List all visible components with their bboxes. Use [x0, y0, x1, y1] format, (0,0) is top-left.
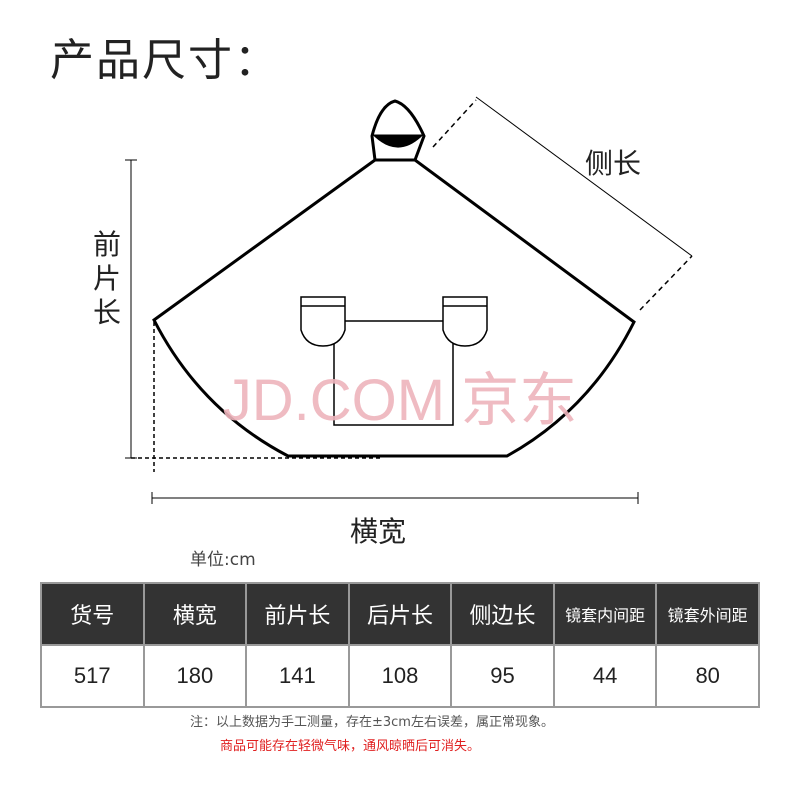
table-cell: 95 [450, 644, 555, 708]
header-cell: 侧边长 [450, 582, 555, 646]
header-cell: 镜套内间距 [552, 582, 658, 646]
table-row: 517 180 141 108 95 44 80 [40, 644, 760, 708]
header-cell: 横宽 [142, 582, 248, 646]
window-frame [300, 296, 488, 426]
front-length-label: 前片长 [92, 228, 121, 329]
side-length-label: 侧长 [585, 147, 642, 180]
hood [370, 99, 426, 162]
table-cell: 180 [142, 644, 248, 708]
header-cell: 货号 [40, 582, 145, 646]
table-cell: 80 [655, 644, 760, 708]
odor-note: 商品可能存在轻微气味，通风晾晒后可消失。 [220, 739, 481, 754]
measurement-note: 注：以上数据为手工测量，存在±3cm左右误差，属正常现象。 [190, 715, 554, 730]
watermark: JD.COM 京东 [223, 368, 577, 433]
poncho-outline [152, 158, 636, 458]
page-title: 产品尺寸： [50, 35, 280, 86]
poncho-diagram: JD.COM 京东 [125, 96, 693, 504]
header-cell: 镜套外间距 [655, 582, 760, 646]
dimension-lines [125, 96, 693, 504]
table-cell: 108 [347, 644, 453, 708]
table-header-row: 货号 横宽 前片长 后片长 侧边长 镜套内间距 镜套外间距 [40, 582, 760, 646]
table-cell: 517 [40, 644, 145, 708]
header-cell: 后片长 [347, 582, 453, 646]
width-label: 横宽 [350, 515, 407, 548]
table-cell: 141 [245, 644, 350, 708]
table-cell: 44 [552, 644, 658, 708]
header-cell: 前片长 [245, 582, 350, 646]
size-table: 货号 横宽 前片长 后片长 侧边长 镜套内间距 镜套外间距 517 180 14… [40, 582, 760, 708]
unit-label: 单位:cm [190, 550, 256, 570]
